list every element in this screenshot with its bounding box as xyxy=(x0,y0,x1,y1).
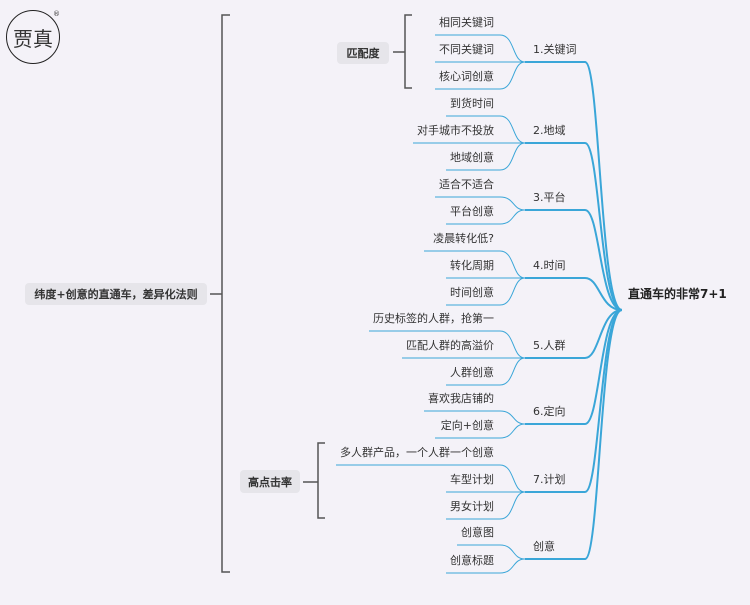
branch-3[interactable]: 3.平台 xyxy=(533,191,566,204)
branch-5[interactable]: 5.人群 xyxy=(533,339,566,352)
leaf-topic[interactable]: 创意图 xyxy=(461,526,494,539)
branch-connector xyxy=(525,309,623,425)
leaf-connector xyxy=(446,357,526,386)
left-topic[interactable]: 纬度+创意的直通车，差异化法则 xyxy=(25,283,207,305)
branch-connector xyxy=(525,309,623,359)
leaf-connector xyxy=(369,330,526,359)
logo-text: 贾真 xyxy=(13,26,53,51)
leaf-connector xyxy=(424,410,526,425)
leaf-topic[interactable]: 不同关键词 xyxy=(439,43,494,56)
branch-8[interactable]: 创意 xyxy=(533,540,555,553)
leaf-topic[interactable]: 相同关键词 xyxy=(439,16,494,29)
leaf-topic[interactable]: 车型计划 xyxy=(450,473,494,486)
leaf-topic[interactable]: 人群创意 xyxy=(450,366,494,379)
summary-ctr[interactable]: 高点击率 xyxy=(240,470,300,493)
leaf-connector xyxy=(435,34,526,63)
bracket-main xyxy=(210,14,230,573)
branch-connector xyxy=(525,61,623,311)
branch-6[interactable]: 6.定向 xyxy=(533,405,566,418)
leaf-topic[interactable]: 对手城市不投放 xyxy=(417,124,494,137)
leaf-topic[interactable]: 定向+创意 xyxy=(440,419,494,432)
branch-connector xyxy=(525,142,623,311)
leaf-topic[interactable]: 地域创意 xyxy=(450,151,494,164)
logo: 贾真 xyxy=(6,10,60,64)
leaf-connector xyxy=(457,544,526,560)
leaf-connector xyxy=(435,196,526,211)
branch-connector xyxy=(525,277,623,311)
leaf-topic[interactable]: 适合不适合 xyxy=(439,178,494,191)
leaf-connector xyxy=(446,142,526,171)
leaf-topic[interactable]: 时间创意 xyxy=(450,286,494,299)
leaf-connector xyxy=(446,115,526,144)
leaf-connector xyxy=(435,61,526,90)
leaf-connector xyxy=(336,464,526,493)
leaf-topic[interactable]: 男女计划 xyxy=(450,500,494,513)
branch-2[interactable]: 2.地域 xyxy=(533,124,566,137)
leaf-topic[interactable]: 转化周期 xyxy=(450,259,494,272)
branch-1[interactable]: 1.关键词 xyxy=(533,43,577,56)
branch-connector xyxy=(525,309,623,493)
leaf-topic[interactable]: 匹配人群的高溢价 xyxy=(406,339,494,352)
leaf-connector xyxy=(446,491,526,520)
branch-4[interactable]: 4.时间 xyxy=(533,259,566,272)
leaf-topic[interactable]: 平台创意 xyxy=(450,205,494,218)
leaf-topic[interactable]: 核心词创意 xyxy=(439,70,494,83)
branch-connector xyxy=(525,309,623,560)
leaf-topic[interactable]: 历史标签的人群，抢第一 xyxy=(373,312,494,325)
leaf-topic[interactable]: 凌晨转化低? xyxy=(433,232,494,245)
leaf-connector xyxy=(446,558,526,574)
branch-connector xyxy=(525,209,623,311)
leaf-topic[interactable]: 多人群产品，一个人群一个创意 xyxy=(340,446,494,459)
leaf-connector xyxy=(424,250,526,279)
leaf-topic[interactable]: 到货时间 xyxy=(450,97,494,110)
root-topic[interactable]: 直通车的非常7+1 xyxy=(628,287,727,301)
summary-match[interactable]: 匹配度 xyxy=(337,42,389,64)
registered-mark: ® xyxy=(53,10,60,18)
bracket-match xyxy=(393,14,412,89)
leaf-connector xyxy=(446,277,526,306)
leaf-topic[interactable]: 创意标题 xyxy=(450,554,494,567)
bracket-ctr xyxy=(303,442,325,519)
leaf-topic[interactable]: 喜欢我店铺的 xyxy=(428,392,494,405)
branch-7[interactable]: 7.计划 xyxy=(533,473,566,486)
leaf-connector xyxy=(435,423,526,439)
leaf-connector xyxy=(446,209,526,225)
